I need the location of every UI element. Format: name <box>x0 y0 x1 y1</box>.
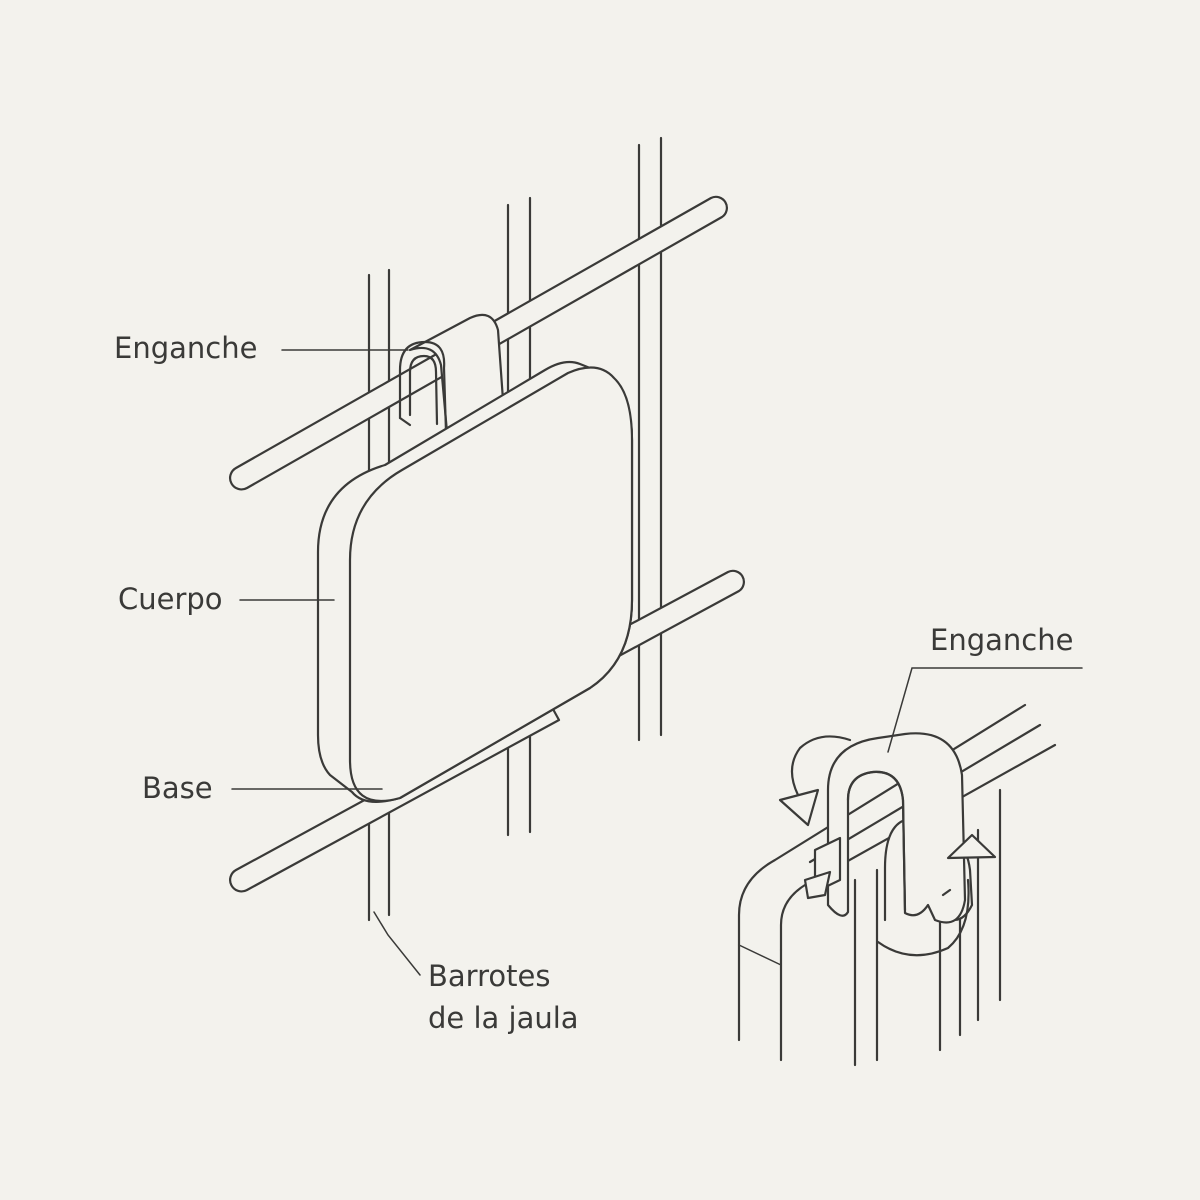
rotate-arrow-head-right-icon <box>946 833 997 860</box>
body-label: Cuerpo <box>118 582 223 616</box>
hook-label: Enganche <box>114 331 257 365</box>
rotate-arrow-head-left-icon <box>778 788 820 827</box>
bars-label-line1: Barrotes <box>428 959 550 993</box>
bars-label-line2: de la jaula <box>428 1001 579 1035</box>
detail-rail-pointer <box>738 944 782 966</box>
main-illustration: Enganche Cuerpo Base Barrotes de la jaul… <box>114 136 745 1035</box>
detail-hook-label: Enganche <box>930 623 1073 657</box>
leader-lines <box>231 349 421 976</box>
base-label: Base <box>142 771 213 805</box>
detail-hook-leader-line <box>887 667 1083 753</box>
rotate-arrow-top-left <box>790 735 852 797</box>
feeder-body <box>316 360 634 803</box>
detail-illustration: Enganche <box>737 623 1083 1067</box>
detail-rotation-arrows <box>778 735 997 957</box>
detail-front-hook <box>803 732 967 924</box>
rotate-arrow-bottom-right <box>876 878 970 957</box>
bars-leader-line <box>373 911 421 976</box>
